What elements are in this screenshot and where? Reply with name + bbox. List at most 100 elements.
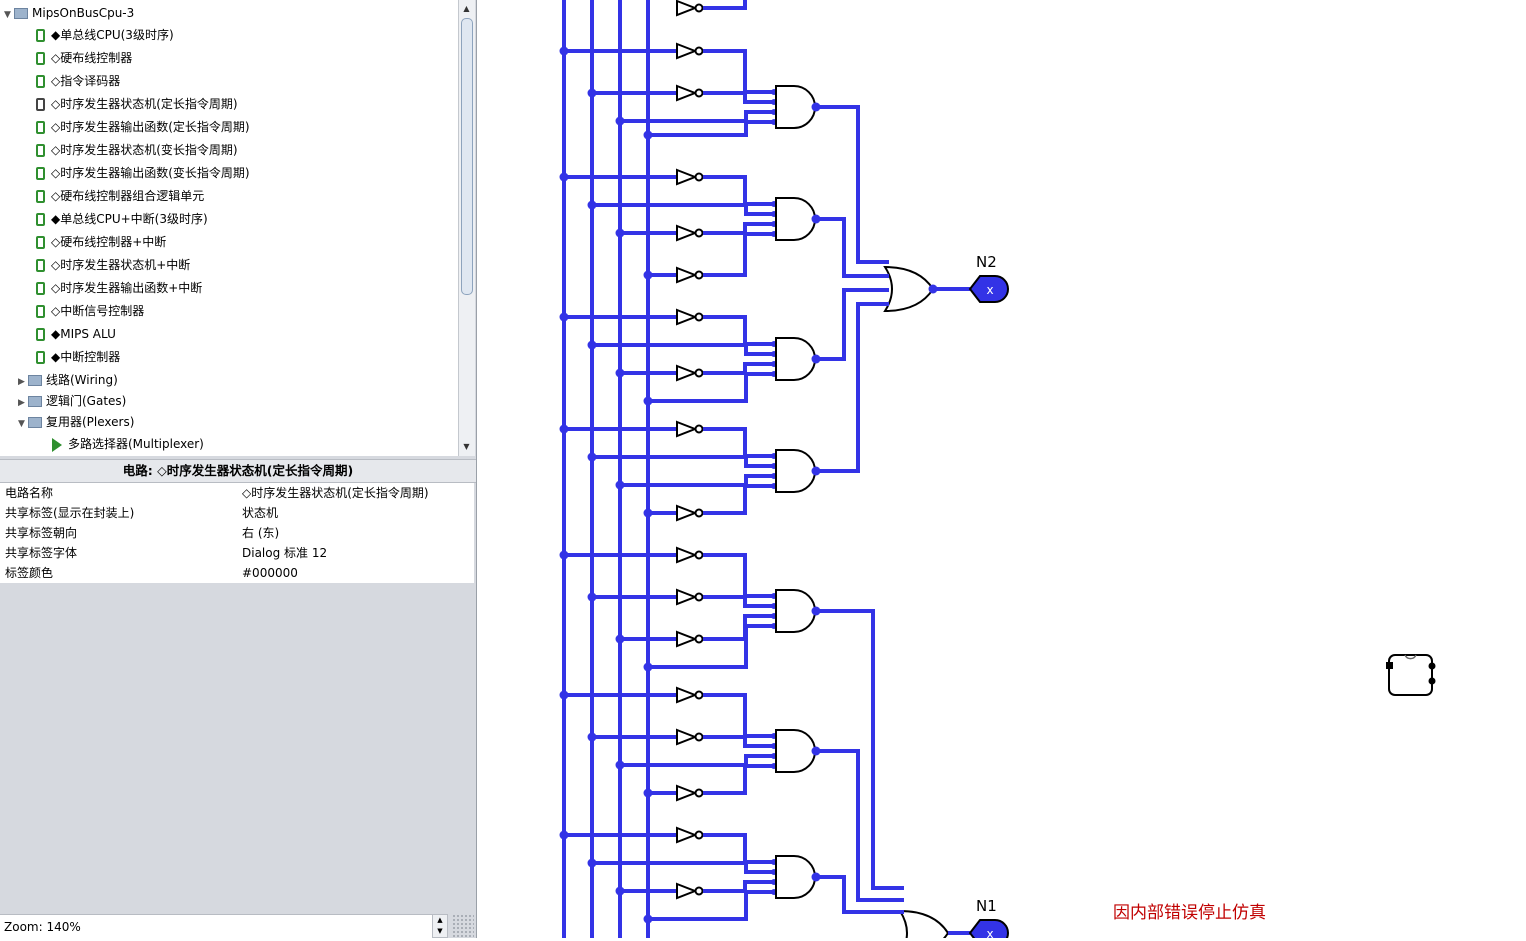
property-row[interactable]: 电路名称◇时序发生器状态机(定长指令周期) xyxy=(0,483,474,503)
circuit-label: ◆单总线CPU+中断(3级时序) xyxy=(51,212,208,226)
not-gate xyxy=(676,882,698,900)
not-gate xyxy=(676,630,698,648)
wire xyxy=(816,875,904,914)
tree-project[interactable]: ▼ MipsOnBusCpu-3 xyxy=(4,2,134,24)
library-label: 线路(Wiring) xyxy=(46,373,118,387)
property-value[interactable]: Dialog 标准 12 xyxy=(242,546,328,560)
wire xyxy=(703,484,776,515)
tree-item-circuit[interactable]: ◇时序发生器状态机+中断 xyxy=(36,254,190,276)
and-gate xyxy=(775,337,816,381)
folder-icon xyxy=(28,396,42,407)
not-gate xyxy=(676,588,698,606)
junction-dot xyxy=(928,284,938,294)
tree-item-circuit[interactable]: ◆中断控制器 xyxy=(36,346,120,368)
junction-dot xyxy=(811,354,821,364)
folder-icon xyxy=(14,8,28,19)
and-gate xyxy=(775,855,816,899)
tree-item-circuit[interactable]: ◇时序发生器状态机(定长指令周期) xyxy=(36,93,238,115)
tree-item-circuit[interactable]: ◇时序发生器输出函数(定长指令周期) xyxy=(36,116,250,138)
sub-circuit-port xyxy=(1386,662,1393,669)
tree-item-circuit[interactable]: ◇时序发生器输出函数+中断 xyxy=(36,277,202,299)
circuit-label: ◇时序发生器状态机(定长指令周期) xyxy=(51,97,238,111)
junction-dot xyxy=(811,466,821,476)
output-pin xyxy=(968,919,1009,941)
circuit-diagram[interactable]: xx xyxy=(480,0,1526,941)
property-value[interactable]: 右 (东) xyxy=(242,526,280,540)
wire xyxy=(703,553,776,598)
wire xyxy=(703,693,776,738)
tree-library-wiring[interactable]: ▶ 线路(Wiring) xyxy=(18,369,118,391)
properties-table: 电路名称◇时序发生器状态机(定长指令周期) 共享标签(显示在封装上)状态机 共享… xyxy=(0,483,474,583)
expand-arrow-icon[interactable]: ▼ xyxy=(18,419,25,429)
project-name: MipsOnBusCpu-3 xyxy=(32,6,135,20)
not-bubble xyxy=(694,424,704,434)
tree-item-circuit[interactable]: ◆单总线CPU+中断(3级时序) xyxy=(36,208,208,230)
collapse-arrow-icon[interactable]: ▶ xyxy=(18,398,25,408)
tree-item-circuit[interactable]: ◆单总线CPU(3级时序) xyxy=(36,24,174,46)
not-bubble xyxy=(694,508,704,518)
circuit-icon xyxy=(36,167,45,180)
tree-item-circuit[interactable]: ◇指令译码器 xyxy=(36,70,120,92)
library-label: 逻辑门(Gates) xyxy=(46,394,127,408)
or-gate xyxy=(898,909,950,941)
property-row[interactable]: 共享标签朝向右 (东) xyxy=(0,523,474,543)
tree-scrollbar[interactable]: ▲ ▼ xyxy=(458,0,475,456)
not-gate xyxy=(676,266,698,284)
tree-item-circuit[interactable]: ◇硬布线控制器 xyxy=(36,47,132,69)
not-gate xyxy=(676,420,698,438)
tree-item-circuit[interactable]: ◆MIPS ALU xyxy=(36,323,116,345)
resize-grip[interactable] xyxy=(452,914,474,938)
tree-item-circuit[interactable]: ◇时序发生器输出函数(变长指令周期) xyxy=(36,162,250,184)
tree-item-circuit[interactable]: ◇时序发生器状态机(变长指令周期) xyxy=(36,139,238,161)
junction-dot xyxy=(811,214,821,224)
not-bubble xyxy=(694,46,704,56)
wire xyxy=(816,609,904,890)
not-gate xyxy=(676,0,698,17)
circuit-label: ◇时序发生器状态机(变长指令周期) xyxy=(51,143,238,157)
scroll-down-icon[interactable]: ▼ xyxy=(463,442,470,451)
property-value[interactable]: 状态机 xyxy=(242,506,279,520)
not-bubble xyxy=(694,228,704,238)
wire xyxy=(703,362,776,375)
tree-item-circuit[interactable]: ◇硬布线控制器组合逻辑单元 xyxy=(36,185,204,207)
tree-library-gates[interactable]: ▶ 逻辑门(Gates) xyxy=(18,390,126,412)
tree-item-multiplexer[interactable]: 多路选择器(Multiplexer) xyxy=(52,433,204,455)
not-bubble xyxy=(694,732,704,742)
scroll-up-icon[interactable]: ▲ xyxy=(463,4,470,13)
output-label-n1: N1 xyxy=(976,897,997,915)
folder-icon xyxy=(28,375,42,386)
circuit-icon xyxy=(36,52,45,65)
collapse-arrow-icon[interactable]: ▶ xyxy=(18,377,25,387)
circuit-label: ◆单总线CPU(3级时序) xyxy=(51,28,174,42)
circuit-label: ◆中断控制器 xyxy=(51,350,121,364)
tree-item-circuit[interactable]: ◇中断信号控制器 xyxy=(36,300,144,322)
tree-library-plexers[interactable]: ▼复用器(Plexers) xyxy=(18,411,134,433)
not-bubble xyxy=(694,368,704,378)
zoom-label: Zoom: 140% xyxy=(0,914,432,938)
wire xyxy=(816,288,889,361)
property-row[interactable]: 标签颜色#000000 xyxy=(0,563,474,583)
output-value: x xyxy=(986,283,993,297)
circuit-icon xyxy=(36,75,45,88)
wire xyxy=(703,880,776,893)
wire xyxy=(703,764,776,795)
zoom-spinner[interactable]: ▲▼ xyxy=(432,914,448,938)
junction-dot xyxy=(811,606,821,616)
circuit-icon xyxy=(36,29,45,42)
not-bubble xyxy=(694,886,704,896)
not-gate xyxy=(676,546,698,564)
wire xyxy=(703,232,776,277)
wire xyxy=(703,49,776,94)
wire xyxy=(648,120,776,137)
property-value[interactable]: #000000 xyxy=(242,566,298,580)
scrollbar-thumb[interactable] xyxy=(461,18,473,295)
expand-arrow-icon[interactable]: ▼ xyxy=(4,10,11,20)
circuit-label: ◇硬布线控制器组合逻辑单元 xyxy=(51,189,205,203)
not-gate xyxy=(676,364,698,382)
property-row[interactable]: 共享标签(显示在封装上)状态机 xyxy=(0,503,474,523)
property-value[interactable]: ◇时序发生器状态机(定长指令周期) xyxy=(242,486,429,500)
circuit-label: ◇时序发生器输出函数(定长指令周期) xyxy=(51,120,250,134)
tree-item-circuit[interactable]: ◇硬布线控制器+中断 xyxy=(36,231,166,253)
